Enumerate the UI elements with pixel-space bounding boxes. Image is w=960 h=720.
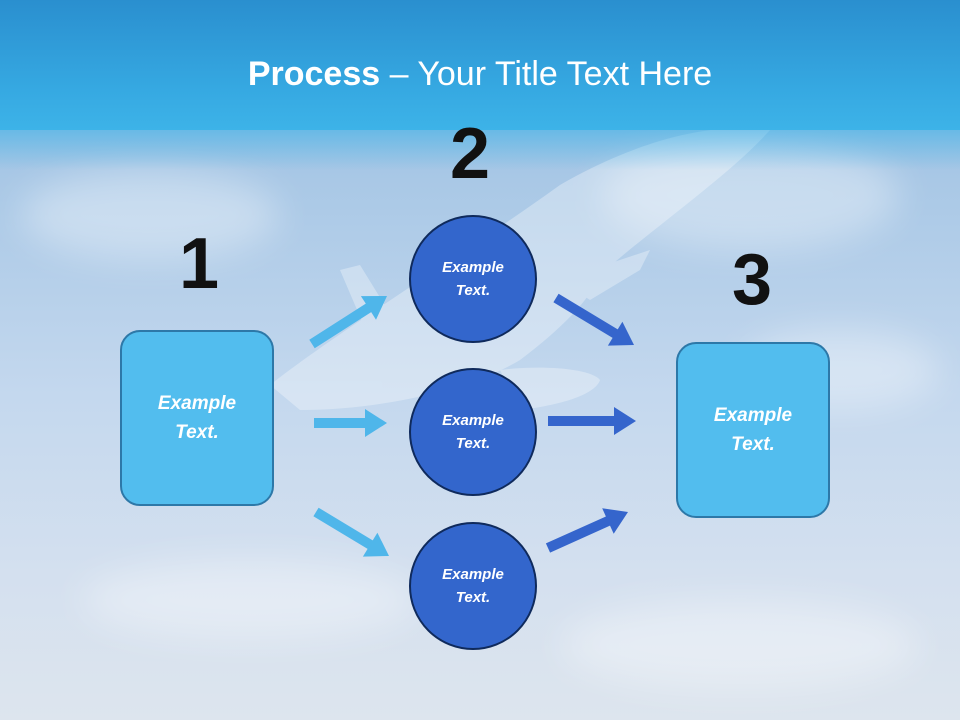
circle-top: Example Text. [409,215,537,343]
circle-top-text: Example Text. [442,259,504,299]
title-rest: – Your Title Text Here [380,55,713,93]
arrow-start-to-top [309,296,387,349]
arrow-middle-to-end [548,407,636,435]
start-box-text: Example Text. [157,393,237,443]
end-box: Example Text. [676,342,830,518]
arrow-start-to-bottom [313,507,389,557]
arrow-top-to-end [553,293,634,346]
end-box-text: Example Text. [713,405,793,455]
circle-bottom-text: Example Text. [442,566,504,606]
circle-middle-text: Example Text. [442,412,504,452]
start-box: Example Text. [120,330,274,506]
arrow-bottom-to-end [545,508,628,553]
circle-bottom: Example Text. [409,522,537,650]
arrow-start-to-middle [314,409,387,437]
page-title: Process – Your Title Text Here [0,52,960,96]
step-number-2: 2 [450,114,491,194]
step-number-3: 3 [732,240,773,320]
title-bold: Process [247,55,381,93]
circle-middle: Example Text. [409,368,537,496]
title-band [0,0,960,170]
step-number-1: 1 [179,224,220,304]
